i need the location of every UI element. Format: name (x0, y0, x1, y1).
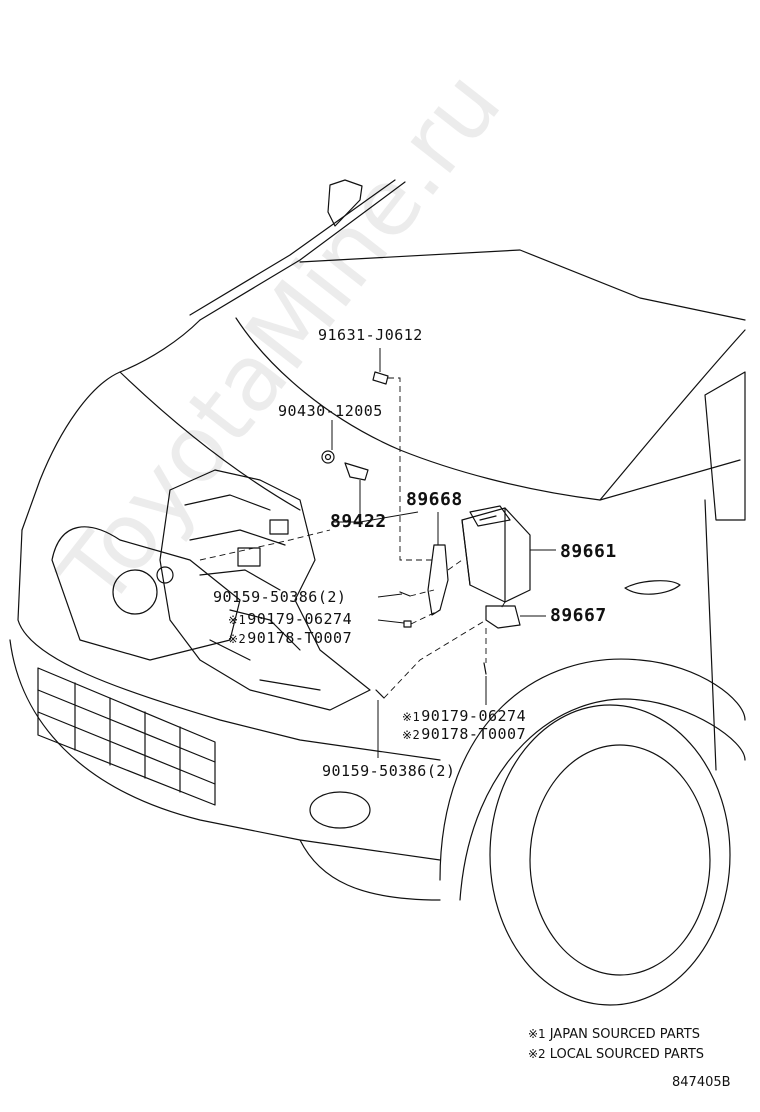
engine-detail-1 (184, 494, 286, 591)
part-number: 90179-06274 (421, 707, 527, 725)
fender-badge (624, 580, 681, 595)
dash-bolt-to-bracket (388, 377, 434, 561)
part-number: 90178-T0007 (247, 629, 353, 647)
dash-engine-to-sensor (199, 529, 331, 561)
front-wheel (489, 704, 731, 1006)
bracket-89668 (427, 544, 449, 616)
dash-nut-left (410, 609, 441, 625)
gasket-hole (324, 453, 332, 461)
part-90179-06274-left[interactable]: ※190179-06274 (228, 610, 352, 629)
bumper-top (17, 529, 441, 761)
part-89422[interactable]: 89422 (330, 511, 387, 532)
hood-side-line (119, 371, 301, 511)
figure-id: 847405B (672, 1075, 731, 1090)
bolt-right (483, 662, 487, 675)
sensor-body (344, 462, 369, 481)
legend-text: JAPAN SOURCED PARTS (549, 1027, 700, 1042)
engine-component-2 (269, 519, 289, 535)
part-89667[interactable]: 89667 (550, 605, 607, 626)
engine-detail-2 (209, 609, 321, 691)
wheel-arch-outer (439, 658, 746, 881)
ecu-connector (469, 505, 511, 527)
part-number: 90178-T0007 (421, 725, 527, 743)
part-90430-12005[interactable]: 90430-12005 (278, 402, 383, 420)
dash-ecu-bracket-2 (499, 601, 506, 611)
part-89661[interactable]: 89661 (560, 541, 617, 562)
ecu-face (461, 507, 506, 603)
leader-90179-left (377, 619, 405, 624)
fog-lamp (309, 791, 371, 829)
door-line (704, 499, 717, 771)
nut-left (403, 620, 412, 628)
legend-text: LOCAL SOURCED PARTS (549, 1047, 705, 1062)
part-number: 90179-06274 (247, 610, 353, 628)
part-90178-t0007-right[interactable]: ※290178-T0007 (402, 725, 526, 744)
indicator-lens (156, 566, 174, 584)
leader-90159-left (377, 593, 403, 598)
gasket (321, 450, 335, 464)
leader-89422 (332, 511, 419, 523)
part-90178-t0007-left[interactable]: ※290178-T0007 (228, 629, 352, 648)
wheel-arch-inner (459, 698, 746, 901)
part-90179-06274-right[interactable]: ※190179-06274 (402, 707, 526, 726)
side-window-frame (704, 371, 746, 521)
bolt-left (399, 591, 411, 597)
mark-2: ※2 (402, 728, 421, 742)
dash-bolt-left (409, 589, 435, 597)
engine-component (237, 547, 261, 567)
hood-rear-edge (299, 249, 746, 321)
part-90159-50386-left[interactable]: 90159-50386(2) (213, 588, 347, 606)
bracket-89667 (485, 605, 521, 629)
hood-outline (21, 319, 201, 531)
part-89668[interactable]: 89668 (406, 489, 463, 510)
mark-1: ※1 (402, 710, 421, 724)
bumper-lower (9, 639, 441, 861)
mark-2: ※2 (228, 632, 247, 646)
mark-1: ※1 (228, 613, 247, 627)
dash-bracket-ecu (447, 559, 463, 571)
grille-outline (37, 667, 216, 806)
part-91631-j0612[interactable]: 91631-J0612 (318, 326, 423, 344)
bolt-91631 (372, 371, 389, 385)
engine-block-outline (159, 469, 371, 711)
grille-bars (37, 682, 216, 793)
assembly-lines (199, 377, 506, 699)
leader-lines (331, 348, 556, 758)
part-90159-50386-bottom[interactable]: 90159-50386(2) (322, 762, 456, 780)
bumper-corner (299, 839, 441, 901)
legend-mark-1: ※1 (528, 1027, 546, 1041)
legend-mark-2: ※2 (528, 1047, 546, 1061)
headlamp-lens (112, 569, 158, 615)
a-pillar-line-2 (189, 179, 396, 316)
mirror-outline (327, 179, 363, 227)
fender-top (599, 329, 746, 501)
a-pillar-line (199, 181, 406, 321)
headlamp-outline (51, 526, 241, 661)
front-wheel-rim (529, 744, 711, 976)
dash-bottom-bolt (383, 619, 487, 699)
bolt-bottom (375, 689, 385, 699)
